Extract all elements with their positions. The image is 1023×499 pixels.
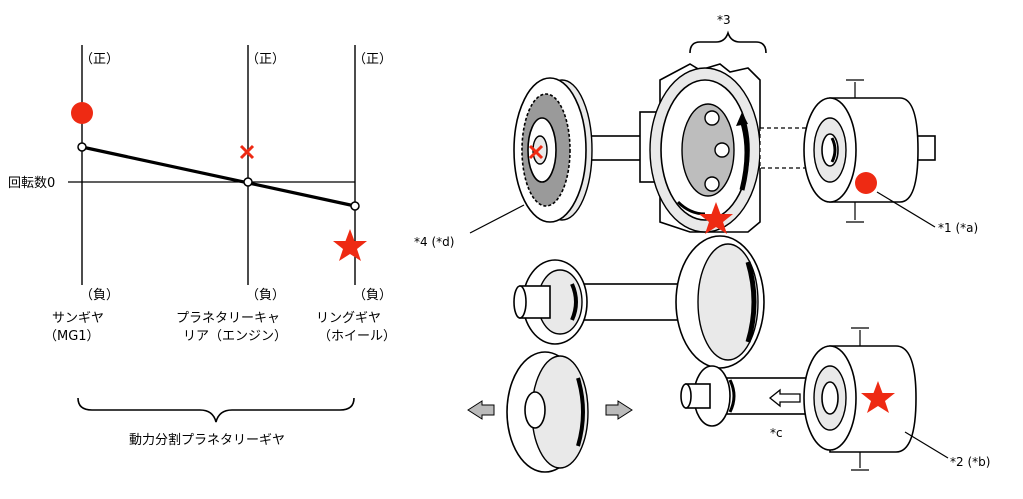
- speed-line: [81, 145, 356, 208]
- callout-1: *1 (*a): [938, 221, 978, 235]
- group-brace: [77, 397, 355, 423]
- sun-negative-label: （負）: [80, 288, 119, 303]
- group-caption: 動力分割プラネタリーギヤ: [129, 432, 285, 448]
- carrier-label-1: プラネタリーキャ: [176, 311, 280, 326]
- counter-gear-shaft: [513, 235, 765, 369]
- callout-4: *4 (*d): [414, 235, 454, 249]
- carrier-brace: [689, 30, 767, 54]
- callout-1-leader: [876, 191, 936, 228]
- right-output-arrow: [605, 400, 633, 420]
- carrier-negative-label: （負）: [246, 288, 285, 303]
- left-output-arrow: [467, 400, 495, 420]
- ring-positive-label: （正）: [353, 52, 392, 67]
- callout-2: *2 (*b): [950, 455, 990, 469]
- planetary-carrier: [639, 63, 761, 234]
- sun-gear-disc: [513, 77, 593, 223]
- mg2-drum: [680, 327, 917, 471]
- red-cross-disc-marker: [528, 144, 544, 160]
- callout-2-leader: [904, 431, 949, 459]
- sun-gear-point: [77, 142, 87, 152]
- red-star-marker: [333, 229, 367, 261]
- sun-gear-label-1: サンギヤ: [52, 311, 104, 326]
- red-dot-drum-marker: [855, 172, 877, 194]
- mechanism-illustration: *3 *4 (*d): [414, 13, 990, 473]
- ring-gear-label-2: （ホイール）: [318, 329, 396, 344]
- carrier-point: [243, 177, 253, 187]
- sun-positive-label: （正）: [80, 52, 119, 67]
- red-cross-marker: [239, 144, 255, 160]
- final-drive-gear: [467, 351, 633, 473]
- ring-gear-point: [350, 201, 360, 211]
- ring-gear-label-1: リングギヤ: [316, 311, 381, 326]
- mg1-drum: [803, 79, 919, 223]
- red-star-drum-marker: [861, 381, 895, 413]
- zero-speed-label: 回転数0: [8, 176, 55, 191]
- callout-c: *c: [770, 426, 783, 440]
- thrust-arrow: [768, 388, 801, 408]
- callout-3: *3: [717, 13, 731, 27]
- carrier-positive-label: （正）: [246, 52, 285, 67]
- ring-negative-label: （負）: [353, 288, 392, 303]
- nomograph: （正） （正） （正） （負） （負） （負） 回転数0 サンギヤ （MG1） …: [8, 45, 396, 448]
- callout-4-leader: [469, 204, 525, 234]
- red-dot-marker: [71, 102, 93, 124]
- sun-gear-label-2: （MG1）: [44, 329, 100, 344]
- carrier-label-2: リア（エンジン）: [183, 329, 287, 344]
- red-star-carrier-marker: [699, 202, 733, 234]
